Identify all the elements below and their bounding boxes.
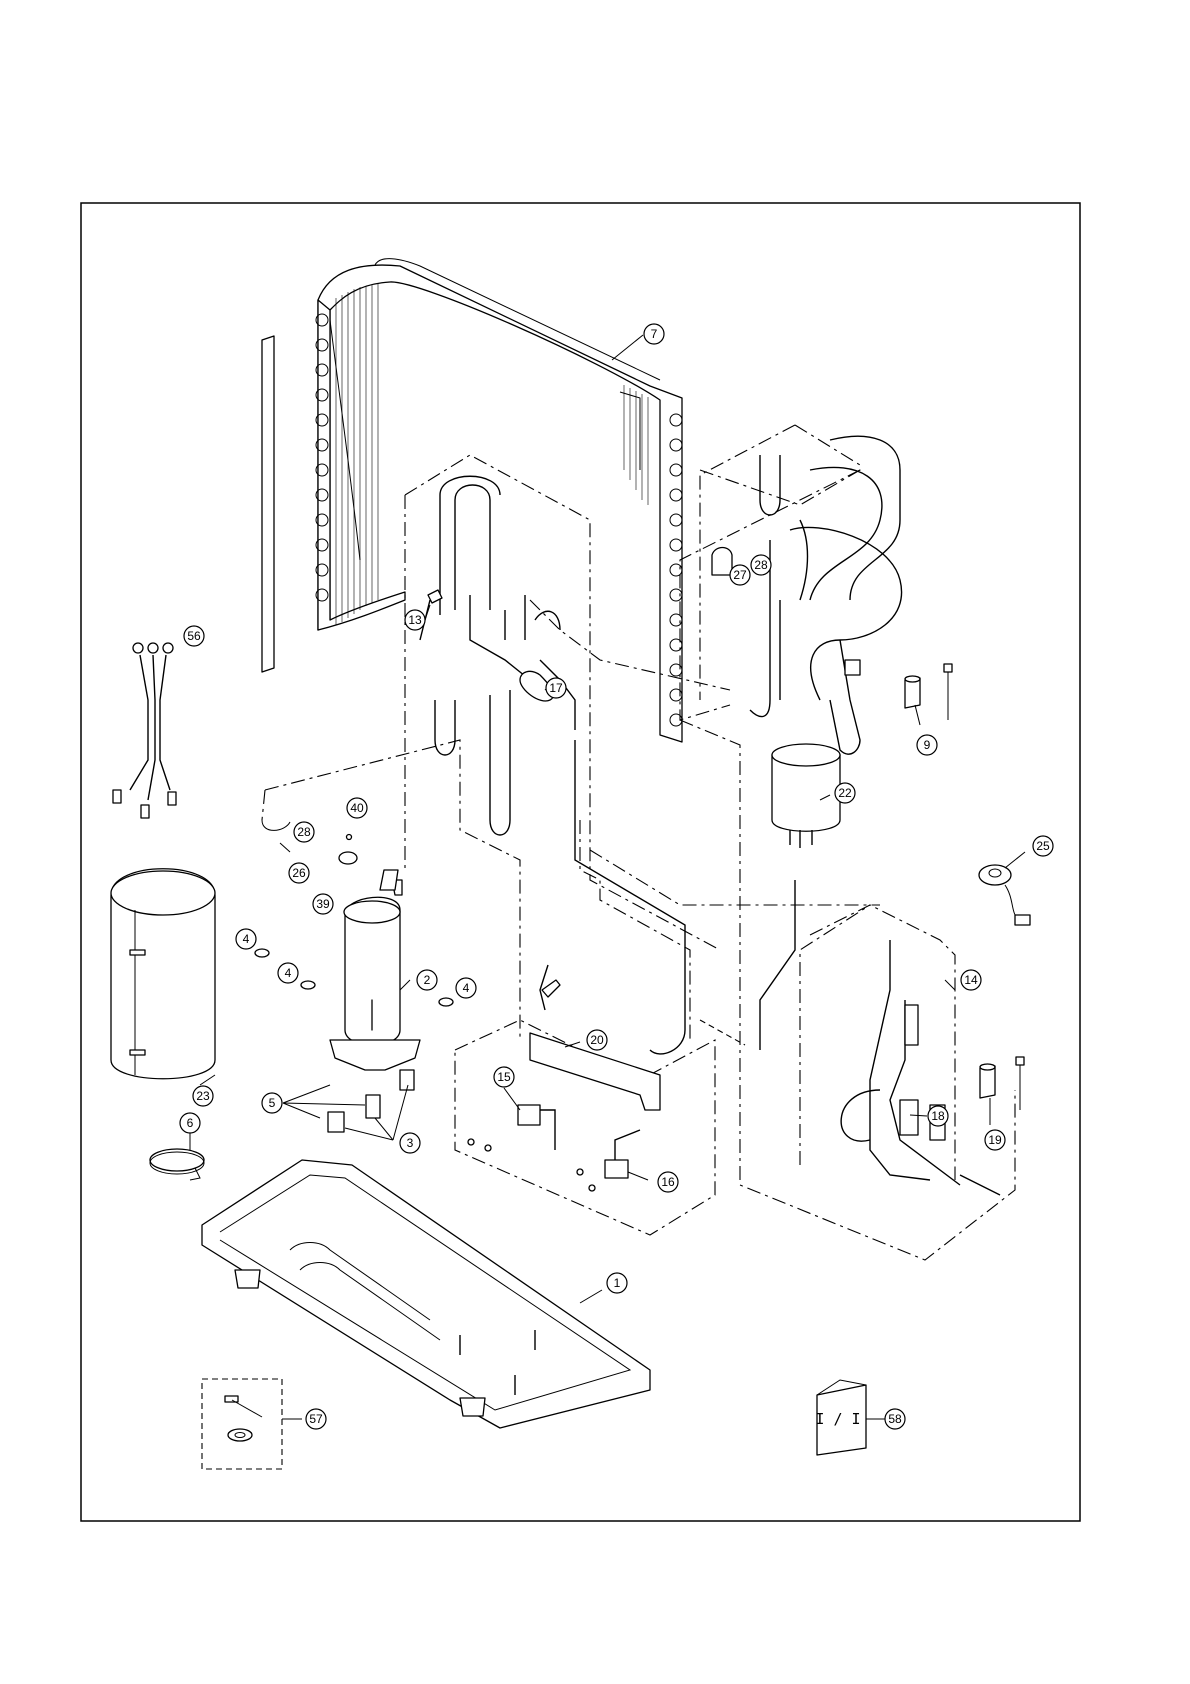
callout-28b: 28 bbox=[294, 822, 314, 842]
part-19 bbox=[980, 1057, 1024, 1110]
callout-4c: 4 bbox=[456, 978, 476, 998]
accumulator bbox=[760, 744, 840, 1050]
four-way-valve-piping bbox=[750, 436, 902, 754]
cushions bbox=[328, 1070, 414, 1132]
svg-text:3: 3 bbox=[407, 1136, 414, 1150]
svg-text:58: 58 bbox=[888, 1412, 902, 1426]
svg-text:18: 18 bbox=[931, 1109, 945, 1123]
callout-17: 17 bbox=[546, 678, 566, 698]
accessories-box bbox=[202, 1379, 282, 1469]
callout-14: 14 bbox=[961, 970, 981, 990]
coil-fins-right bbox=[624, 385, 648, 505]
svg-text:26: 26 bbox=[292, 866, 306, 880]
coil-fins-left bbox=[336, 284, 378, 625]
callout-13: 13 bbox=[405, 610, 425, 630]
wire-harness bbox=[113, 643, 176, 818]
svg-text:40: 40 bbox=[350, 801, 364, 815]
svg-text:15: 15 bbox=[497, 1070, 511, 1084]
callout-3: 3 bbox=[400, 1133, 420, 1153]
svg-text:20: 20 bbox=[590, 1033, 604, 1047]
callout-28: 28 bbox=[751, 555, 771, 575]
callout-56: 56 bbox=[184, 626, 204, 646]
compressor bbox=[330, 870, 420, 1070]
part-25 bbox=[979, 865, 1030, 925]
svg-text:7: 7 bbox=[651, 327, 658, 341]
svg-text:22: 22 bbox=[838, 786, 852, 800]
instruction-manual: I / I bbox=[815, 1380, 866, 1455]
callout-58: 58 bbox=[885, 1409, 905, 1429]
svg-text:1: 1 bbox=[614, 1276, 621, 1290]
svg-text:17: 17 bbox=[549, 681, 563, 695]
condenser-coil bbox=[316, 259, 682, 742]
callout-39: 39 bbox=[313, 894, 333, 914]
callout-25: 25 bbox=[1033, 836, 1053, 856]
callout-4b: 4 bbox=[278, 963, 298, 983]
callout-5: 5 bbox=[262, 1093, 282, 1113]
svg-text:27: 27 bbox=[733, 568, 747, 582]
band-6 bbox=[150, 1149, 204, 1180]
callout-2: 2 bbox=[417, 970, 437, 990]
manual-label: I / I bbox=[815, 1410, 860, 1428]
callout-4a: 4 bbox=[236, 929, 256, 949]
svg-text:5: 5 bbox=[269, 1096, 276, 1110]
callout-6: 6 bbox=[180, 1113, 200, 1133]
svg-text:57: 57 bbox=[309, 1412, 323, 1426]
callout-57: 57 bbox=[306, 1409, 326, 1429]
svg-text:16: 16 bbox=[661, 1175, 675, 1189]
svg-text:28: 28 bbox=[297, 825, 311, 839]
callout-22: 22 bbox=[835, 783, 855, 803]
svg-text:4: 4 bbox=[463, 981, 470, 995]
svg-text:9: 9 bbox=[924, 738, 931, 752]
callout-15: 15 bbox=[494, 1067, 514, 1087]
base-pan bbox=[202, 1160, 650, 1428]
callout-27: 27 bbox=[730, 565, 750, 585]
svg-text:28: 28 bbox=[754, 558, 768, 572]
callout-26: 26 bbox=[289, 863, 309, 883]
svg-text:13: 13 bbox=[408, 613, 422, 627]
svg-text:2: 2 bbox=[424, 973, 431, 987]
part-9 bbox=[905, 664, 952, 720]
compressor-jacket bbox=[111, 869, 215, 1079]
svg-text:56: 56 bbox=[187, 629, 201, 643]
svg-text:39: 39 bbox=[316, 897, 330, 911]
callout-19: 19 bbox=[985, 1130, 1005, 1150]
svg-text:14: 14 bbox=[964, 973, 978, 987]
callout-7: 7 bbox=[644, 324, 664, 344]
svg-text:23: 23 bbox=[196, 1089, 210, 1103]
service-valve-16 bbox=[577, 1130, 640, 1191]
svg-text:6: 6 bbox=[187, 1116, 194, 1130]
svg-text:25: 25 bbox=[1036, 839, 1050, 853]
svg-text:4: 4 bbox=[285, 966, 292, 980]
callout-40: 40 bbox=[347, 798, 367, 818]
bracket-27 bbox=[712, 548, 732, 576]
callout-20: 20 bbox=[587, 1030, 607, 1050]
callout-9: 9 bbox=[917, 735, 937, 755]
callout-18: 18 bbox=[928, 1106, 948, 1126]
svg-text:4: 4 bbox=[243, 932, 250, 946]
callout-23: 23 bbox=[193, 1086, 213, 1106]
callout-16: 16 bbox=[658, 1172, 678, 1192]
callout-1: 1 bbox=[607, 1273, 627, 1293]
svg-text:19: 19 bbox=[988, 1133, 1002, 1147]
service-valve-15 bbox=[468, 1105, 555, 1151]
side-bracket-strip bbox=[262, 336, 274, 672]
